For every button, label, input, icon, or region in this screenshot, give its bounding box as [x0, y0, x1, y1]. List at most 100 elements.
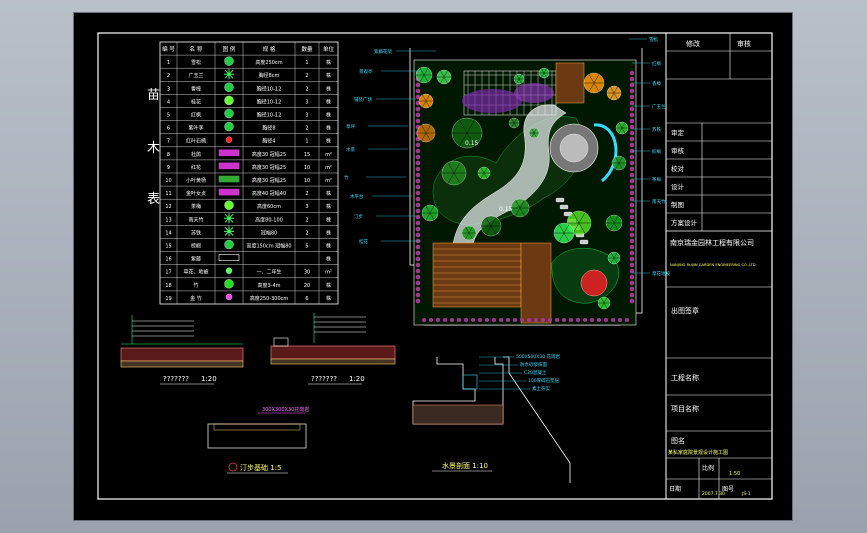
legend-symbol-2: [224, 69, 234, 80]
detail-left-scale: 1:20: [201, 375, 217, 383]
table-cell-no: 10: [165, 178, 171, 184]
plan-label: 广玉兰: [652, 103, 666, 110]
table-cell-unit: m²: [325, 270, 332, 276]
table-cell-spec: 胸径10-12: [257, 98, 282, 105]
wisteria: [462, 89, 522, 113]
table-cell-qty: 2: [305, 126, 308, 132]
table-header-4: 数量: [301, 45, 313, 53]
table-cell-qty: 30: [304, 270, 310, 276]
table-cell-name: 杜鹃: [191, 151, 201, 158]
water-note: 素土夯实: [532, 385, 550, 392]
table-cell-spec: 高度30 冠幅25: [252, 177, 286, 184]
legend-symbol-18: [224, 279, 234, 289]
table-cell-no: 17: [165, 270, 171, 276]
detail-left-title: ???????: [163, 375, 189, 383]
table-cell-no: 11: [165, 191, 171, 197]
table-cell-spec: 冠幅80: [261, 229, 277, 236]
site-plan: 紫藤花架景观亭铺装广场草坪水景竹木平台汀步桂花雪松红枫香樟广玉兰苏铁棕榈茶梅南天…: [344, 36, 670, 326]
table-header-1: 名 称: [190, 45, 203, 53]
table-cell-name: 雪松: [191, 59, 201, 66]
table-cell-qty: 10: [304, 165, 310, 171]
table-cell-no: 6: [167, 126, 170, 132]
tb-date-value: 2007.7.30: [702, 491, 725, 497]
water-note: 100厚碎石垫层: [528, 377, 560, 384]
table-cell-name: 茶梅: [191, 203, 201, 210]
table-vertical-title-3: 表: [147, 192, 160, 207]
legend-symbol-8: [218, 149, 240, 157]
table-cell-unit: 株: [326, 125, 331, 132]
path-detail-title: 汀步基础 1:5: [240, 463, 282, 472]
legend-symbol-1: [224, 56, 234, 66]
tb-row-label: 方案设计: [671, 218, 698, 227]
table-cell-spec: 胸径8: [262, 125, 275, 132]
table-cell-qty: 10: [304, 178, 310, 184]
legend-symbol-12: [224, 200, 234, 210]
table-cell-name: 红花: [191, 164, 201, 171]
plan-label: 香樟: [652, 80, 661, 87]
table-cell-spec: 高度3-4m: [257, 282, 280, 289]
table-vertical-title-1: 苗: [147, 88, 160, 103]
table-cell-spec: 一、二年生: [256, 269, 281, 276]
table-cell-qty: 15: [304, 152, 310, 158]
table-cell-no: 12: [165, 204, 171, 210]
plan-label: 草花地被: [652, 270, 670, 277]
table-cell-spec: 胸径4: [262, 138, 275, 145]
table-cell-no: 4: [167, 99, 170, 105]
tb-row-label: 审核: [671, 146, 685, 155]
legend-symbol-7: [225, 136, 233, 143]
tb-row-label: 制图: [671, 200, 684, 209]
plan-label: 景观亭: [359, 68, 373, 75]
legend-symbol-19: [225, 293, 233, 301]
plan-label: 苏铁: [652, 126, 661, 133]
legend-symbol-5: [224, 108, 234, 119]
table-cell-no: 7: [167, 139, 170, 145]
detail-mid-title: ???????: [311, 375, 337, 383]
tb-sheet-label: 图号: [722, 486, 734, 493]
table-header-2: 图 例: [223, 45, 236, 53]
gravel-path: [451, 104, 567, 254]
table-cell-unit: 株: [326, 295, 331, 302]
table-cell-unit: 株: [326, 98, 331, 105]
tb-date-label: 日期: [669, 485, 681, 493]
stepping-stone-detail: 300X300X30花岗岩 汀步基础 1:5: [207, 406, 309, 474]
table-cell-spec: 胸径10-12: [257, 85, 282, 92]
tb-project-name: 工程名称: [671, 373, 699, 382]
table-cell-name: 广玉兰: [188, 72, 203, 79]
deck-top: [555, 62, 585, 104]
table-cell-spec: 高度60cm: [257, 203, 281, 210]
table-cell-qty: 2: [305, 230, 308, 236]
table-cell-spec: 高度250-300cm: [250, 295, 289, 302]
table-cell-no: 15: [165, 244, 171, 250]
table-cell-qty: 2: [305, 217, 308, 223]
table-cell-no: 3: [167, 86, 170, 92]
table-cell-no: 5: [167, 113, 170, 119]
table-cell-unit: 株: [326, 256, 331, 263]
table-cell-qty: 2: [305, 191, 308, 197]
table-cell-unit: 株: [326, 203, 331, 210]
tb-row-label: 校对: [671, 164, 685, 173]
plan-label: 茶梅: [652, 176, 661, 183]
table-cell-spec: 高度40 冠幅40: [252, 190, 286, 197]
table-cell-spec: 高度250cm: [255, 59, 282, 66]
table-cell-name: 红叶石楠: [186, 138, 206, 145]
legend-symbol-6: [224, 121, 234, 132]
table-cell-unit: 株: [326, 282, 331, 289]
table-cell-no: 14: [165, 230, 171, 236]
elevation-2: 0.15: [499, 206, 513, 213]
table-cell-name: 棕榈: [191, 243, 201, 250]
table-cell-no: 18: [165, 283, 171, 289]
table-cell-name: 香樟: [191, 85, 201, 92]
table-cell-no: 9: [167, 165, 170, 171]
legend-symbol-14: [224, 226, 234, 237]
paving-detail-left: ??????? 1:20: [120, 315, 244, 385]
water-note: C20混凝土: [524, 369, 547, 376]
tb-company-en: NANJING RUIJIN GARDEN ENGINEERING CO.,LT…: [670, 263, 756, 267]
legend-symbol-10: [218, 175, 240, 183]
table-cell-unit: 株: [326, 138, 331, 145]
table-cell-qty: 5: [305, 244, 308, 250]
